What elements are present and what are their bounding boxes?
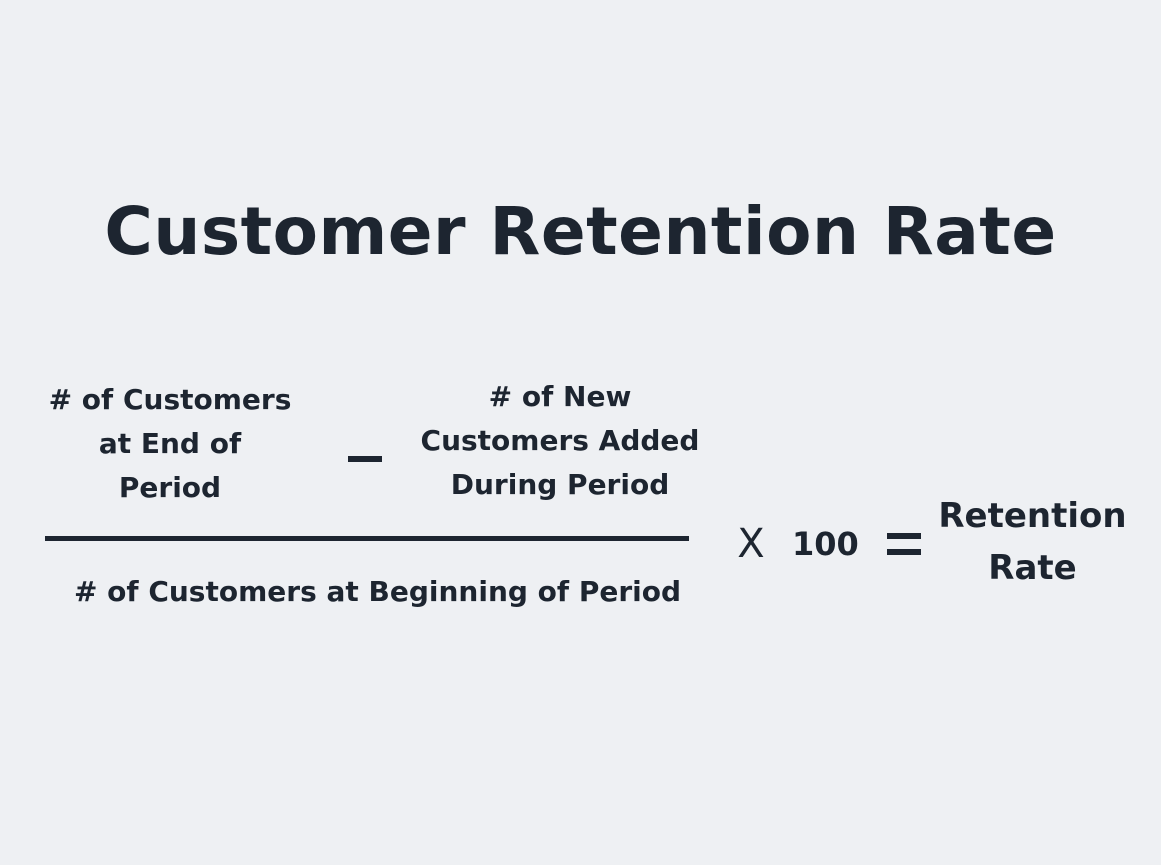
numerator-left-line-2: at End of — [98, 427, 242, 460]
numerator-right-line-3: During Period — [450, 468, 670, 501]
page-title: Customer Retention Rate — [104, 193, 1057, 270]
times-operator: X — [737, 521, 765, 567]
result-line-1: Retention — [938, 496, 1127, 536]
equals-upper-bar — [887, 533, 921, 539]
numerator-right-line-2: Customers Added — [420, 424, 700, 457]
fraction-bar — [45, 536, 689, 541]
multiplier-value: 100 — [792, 525, 859, 563]
equals-lower-bar — [887, 549, 921, 555]
result-line-2: Rate — [988, 548, 1077, 588]
numerator-new-customers-added: # of New Customers Added During Period — [405, 375, 715, 507]
numerator-left-line-3: Period — [118, 471, 222, 504]
numerator-right-line-1: # of New — [488, 380, 632, 413]
numerator-customers-at-end: # of Customers at End of Period — [30, 378, 310, 510]
minus-operator — [348, 456, 382, 462]
equals-operator — [887, 530, 921, 558]
numerator-left-line-1: # of Customers — [48, 383, 292, 416]
denominator-customers-at-beginning: # of Customers at Beginning of Period — [73, 575, 682, 608]
result-retention-rate: Retention Rate — [930, 490, 1135, 594]
